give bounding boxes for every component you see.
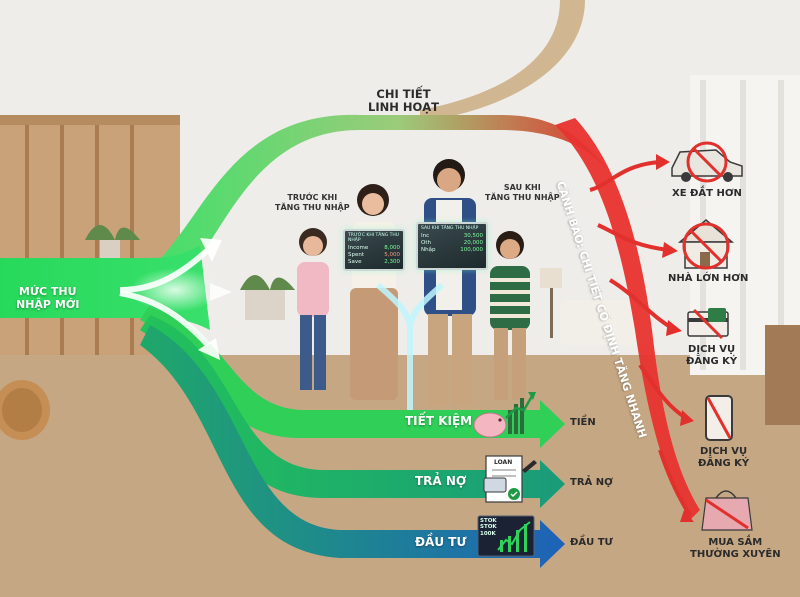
expense-shopping-label: MUA SẮM THƯỜNG XUYÊN	[690, 537, 781, 560]
warning-band	[555, 118, 700, 520]
loan-text: LOAN	[494, 459, 513, 466]
shopping-bag-icon	[701, 490, 753, 531]
invest-label: ĐẦU TƯ	[415, 535, 467, 549]
expense-subscription-label: DỊCH VỤ ĐĂNG KÝ	[686, 344, 738, 367]
flexible-spending-arc	[140, 114, 610, 295]
loan-document-icon	[483, 455, 537, 503]
expense-subscription-label-2: DỊCH VỤ ĐĂNG KÝ	[698, 446, 750, 469]
piggy-bank-icon	[473, 392, 536, 438]
expense-arrowheads	[656, 154, 694, 522]
savings-outcome: TIỀN	[570, 417, 596, 428]
debt-label: TRẢ NỢ	[415, 474, 467, 488]
credit-card-icon	[687, 308, 729, 340]
invest-outcome: ĐẦU TƯ	[570, 537, 613, 548]
flexible-path-up	[420, 0, 585, 122]
house-icon	[677, 219, 735, 270]
glow-split	[376, 282, 444, 410]
expense-car-label: XE ĐẮT HƠN	[672, 188, 742, 199]
debt-outcome: TRẢ NỢ	[570, 477, 613, 488]
car-icon	[671, 141, 743, 183]
expense-house-label: NHÀ LỚN HƠN	[668, 273, 749, 284]
stock-chart-icon	[477, 515, 535, 557]
smartphone-icon	[705, 395, 733, 441]
savings-flow	[140, 305, 565, 448]
glow-arrows	[119, 238, 232, 360]
savings-label: TIẾT KIỆM	[405, 414, 473, 428]
